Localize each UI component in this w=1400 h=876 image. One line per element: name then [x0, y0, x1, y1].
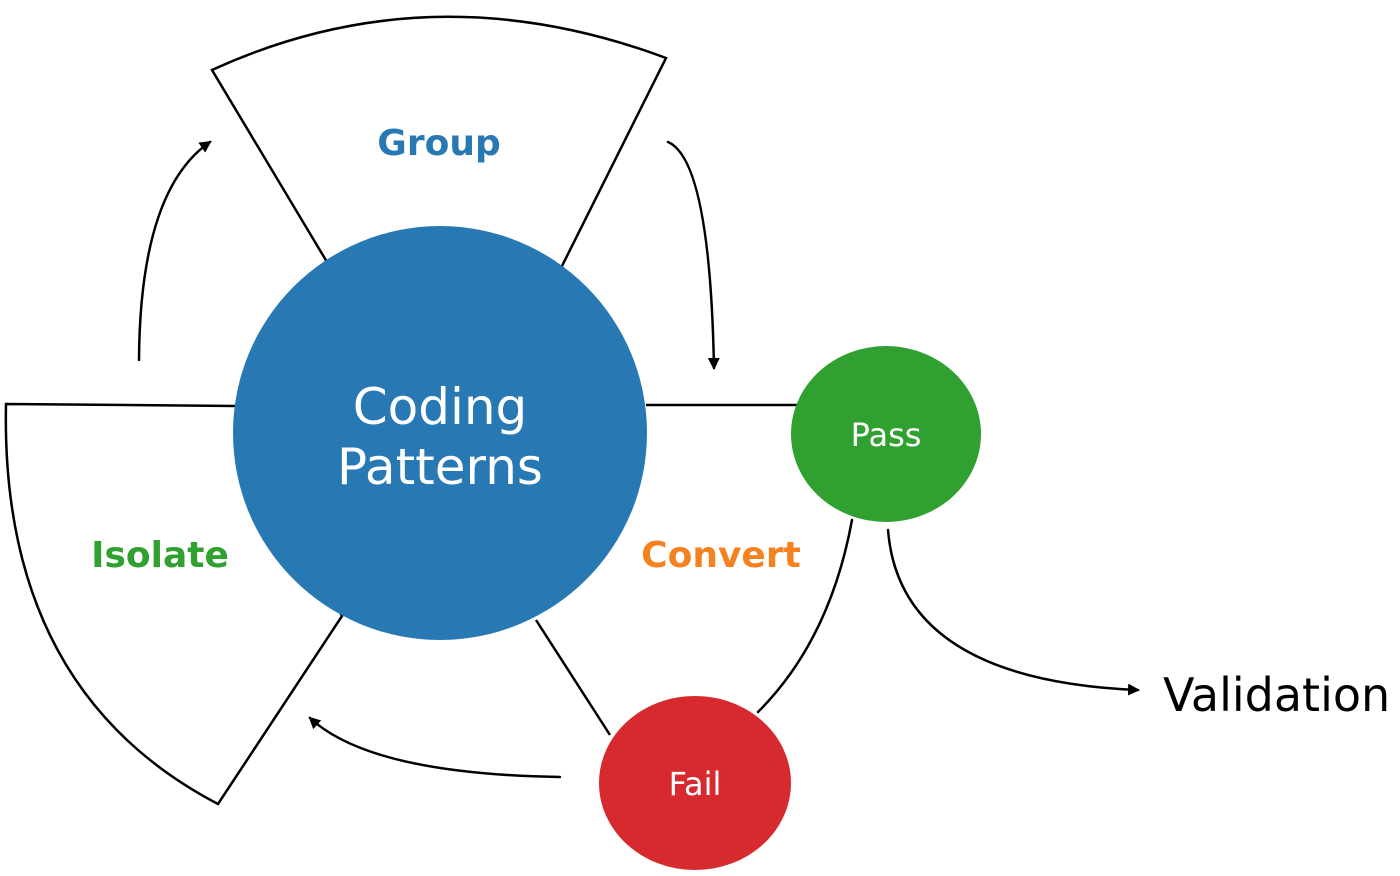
arrow-pass-to-validation: [886, 528, 1140, 696]
group-segment: [210, 15, 668, 272]
center-label-line1: Coding: [353, 378, 528, 436]
pass-fail-connector: [756, 518, 854, 714]
convert-label: Convert: [641, 535, 801, 576]
arrow-isolate-to-group: [137, 140, 212, 362]
fail-node: [599, 696, 791, 870]
fail-label: Fail: [669, 765, 722, 803]
isolate-label: Isolate: [91, 535, 229, 576]
pass-label: Pass: [851, 416, 922, 454]
pass-node: [791, 346, 981, 522]
center-label-line2: Patterns: [337, 438, 543, 496]
group-label: Group: [377, 123, 500, 164]
center-circle: [233, 226, 647, 640]
arrow-group-to-convert: [666, 140, 720, 370]
validation-label: Validation: [1163, 668, 1390, 722]
convert-segment: [534, 403, 797, 736]
arrow-fail-to-isolate: [308, 716, 562, 779]
